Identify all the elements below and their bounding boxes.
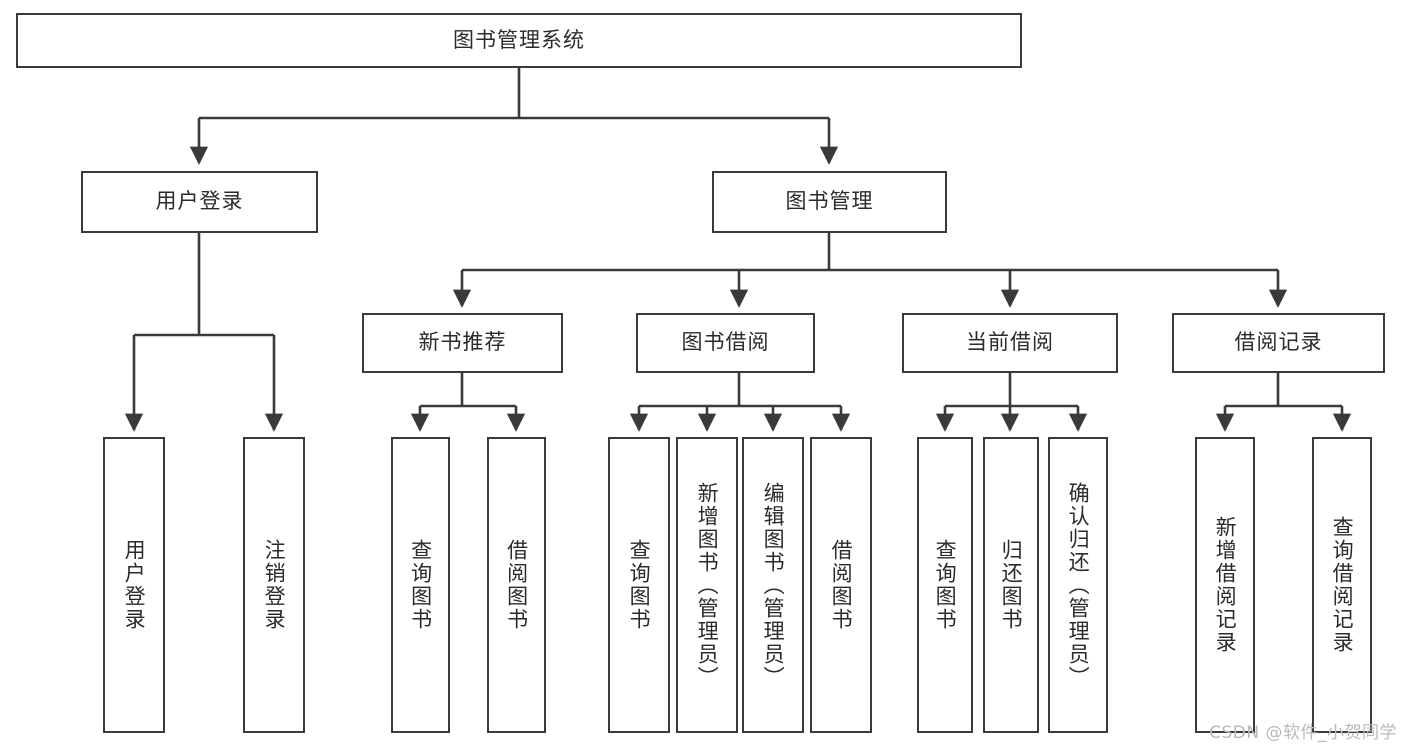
leaf-current-borrow-return[interactable]: 归还图书 [983, 437, 1039, 733]
node-root-system[interactable]: 图书管理系统 [16, 13, 1022, 68]
node-label: 新增图书（管理员） [695, 481, 720, 689]
leaf-new-book-query[interactable]: 查询图书 [391, 437, 450, 733]
node-book-borrow[interactable]: 图书借阅 [636, 313, 815, 373]
node-current-borrow[interactable]: 当前借阅 [902, 313, 1118, 373]
leaf-user-login-login[interactable]: 用户登录 [103, 437, 165, 733]
node-label: 借阅记录 [1234, 330, 1323, 355]
node-label: 图书管理 [785, 189, 874, 214]
node-new-book-recommend[interactable]: 新书推荐 [362, 313, 563, 373]
leaf-borrow-record-add[interactable]: 新增借阅记录 [1195, 437, 1255, 733]
node-label: 借阅图书 [829, 539, 854, 631]
node-label: 借阅图书 [504, 539, 529, 631]
node-label: 查询图书 [408, 539, 433, 631]
node-book-management[interactable]: 图书管理 [712, 171, 947, 233]
node-label: 新增借阅记录 [1213, 516, 1238, 654]
node-label: 查询图书 [627, 539, 652, 631]
watermark-text: CSDN @软件_小贺同学 [1209, 723, 1397, 743]
leaf-book-borrow-add[interactable]: 新增图书（管理员） [676, 437, 738, 733]
node-label: 图书借阅 [681, 330, 770, 355]
node-label: 新书推荐 [418, 330, 507, 355]
leaf-current-borrow-confirm-return[interactable]: 确认归还（管理员） [1048, 437, 1108, 733]
node-label: 注销登录 [262, 539, 287, 631]
node-label: 图书管理系统 [453, 27, 585, 52]
node-label: 查询图书 [933, 539, 958, 631]
leaf-current-borrow-query[interactable]: 查询图书 [917, 437, 973, 733]
node-label: 编辑图书（管理员） [761, 481, 786, 689]
node-label: 当前借阅 [966, 330, 1054, 355]
leaf-new-book-borrow[interactable]: 借阅图书 [487, 437, 546, 733]
node-label: 确认归还（管理员） [1066, 481, 1091, 689]
leaf-user-login-logout[interactable]: 注销登录 [243, 437, 305, 733]
node-user-login[interactable]: 用户登录 [81, 171, 318, 233]
node-borrow-record[interactable]: 借阅记录 [1172, 313, 1385, 373]
node-label: 归还图书 [999, 539, 1024, 631]
leaf-book-borrow-edit[interactable]: 编辑图书（管理员） [742, 437, 804, 733]
leaf-book-borrow-query[interactable]: 查询图书 [608, 437, 670, 733]
leaf-borrow-record-query[interactable]: 查询借阅记录 [1312, 437, 1372, 733]
leaf-book-borrow-borrow[interactable]: 借阅图书 [810, 437, 872, 733]
node-label: 用户登录 [122, 539, 147, 631]
node-label: 查询借阅记录 [1330, 516, 1355, 654]
node-label: 用户登录 [155, 189, 244, 214]
